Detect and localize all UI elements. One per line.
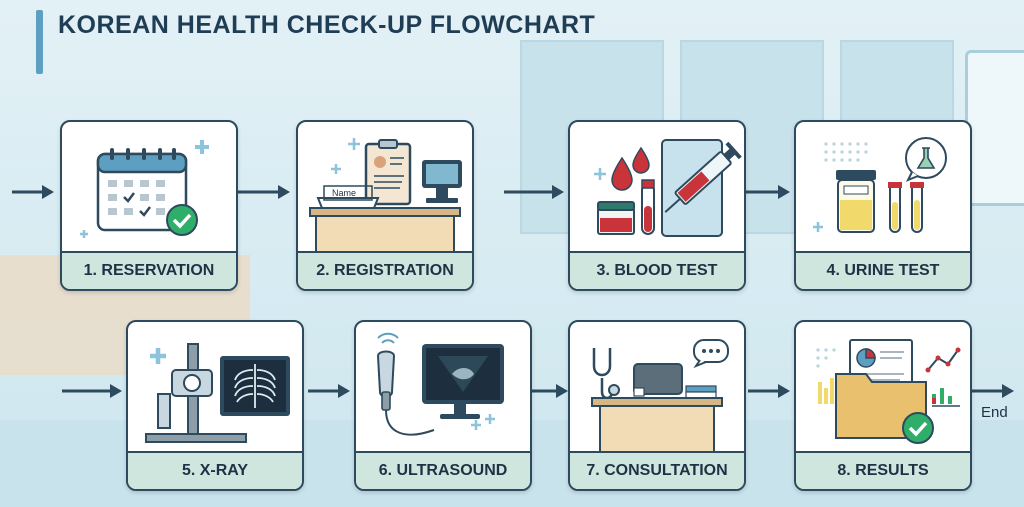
flow-arrow [238, 185, 290, 199]
flow-arrow [748, 384, 790, 398]
results-folder-icon [816, 339, 961, 444]
step-card-results: 8. RESULTS [794, 320, 972, 491]
step-card-x-ray: 5. X-RAY [126, 320, 304, 491]
step-label: 6. ULTRASOUND [356, 451, 530, 489]
step-label: 3. BLOOD TEST [570, 251, 744, 289]
ultrasound-icon [376, 332, 504, 436]
step-card-urine-test: 4. URINE TEST [794, 120, 972, 291]
step-label: 5. X-RAY [128, 451, 302, 489]
reception-desk-icon: Name [309, 138, 462, 252]
flow-arrow [746, 185, 790, 199]
flow-arrow [504, 185, 564, 199]
step-card-reservation: 1. RESERVATION [60, 120, 238, 291]
step-label: 7. CONSULTATION [570, 451, 744, 489]
step-label: 4. URINE TEST [796, 251, 970, 289]
step-card-ultrasound: 6. ULTRASOUND [354, 320, 532, 491]
title-accent-bar [36, 10, 43, 74]
flow-arrow [12, 185, 54, 199]
name-plate-text: Name [332, 188, 356, 198]
step-card-blood-test: 3. BLOOD TEST [568, 120, 746, 291]
step-card-consultation: 7. CONSULTATION [568, 320, 746, 491]
step-card-registration: Name 2. REGISTRATION [296, 120, 474, 291]
x-ray-machine-icon [145, 343, 290, 443]
end-arrow [972, 384, 1014, 398]
flow-arrow [308, 384, 350, 398]
calendar-check-icon [80, 140, 209, 238]
step-label: 1. RESERVATION [62, 251, 236, 289]
urine-sample-icon [813, 137, 947, 233]
end-label: End [981, 404, 1008, 421]
step-label: 8. RESULTS [796, 451, 970, 489]
step-label: 2. REGISTRATION [298, 251, 472, 289]
consultation-desk-icon [591, 339, 729, 452]
blood-test-icon [594, 139, 742, 237]
background-monitor [965, 50, 1024, 206]
page-title: KOREAN HEALTH CHECK-UP FLOWCHART [58, 11, 596, 39]
flow-arrow [62, 384, 122, 398]
